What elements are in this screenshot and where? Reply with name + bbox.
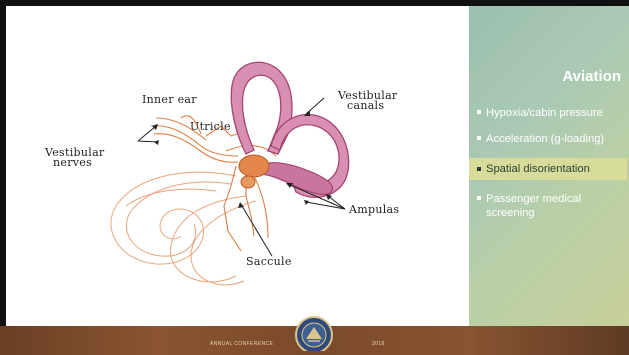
aviation-panel: Aviation Hypoxia/cabin pressure Accelera… <box>469 6 629 326</box>
bullet-square-icon <box>477 110 481 114</box>
footer-left-text: ANNUAL CONFERENCE <box>210 341 273 347</box>
bullet-list: Hypoxia/cabin pressure Acceleration (g-l… <box>477 106 627 232</box>
bullet-square-icon <box>477 196 481 200</box>
bullet-text: Spatial disorientation <box>486 163 590 175</box>
bullet-item: Acceleration (g-loading) <box>477 132 627 146</box>
bullet-square-icon <box>477 167 481 171</box>
bullet-item: Passenger medical screening <box>477 192 627 220</box>
label-vestibular-canals-line2: canals <box>347 100 384 111</box>
bullet-item-highlighted: Spatial disorientation <box>469 158 627 180</box>
footer-right-text: 2018 <box>372 341 385 347</box>
label-saccule: Saccule <box>246 256 292 267</box>
label-inner-ear: Inner ear <box>142 94 197 105</box>
vestibule <box>239 155 269 177</box>
label-vestibular-nerves-line2: nerves <box>53 157 92 168</box>
saccule-body <box>241 176 255 188</box>
label-utricle: Utricle <box>190 121 231 132</box>
bullet-text: Passenger medical screening <box>486 193 581 219</box>
bullet-square-icon <box>477 136 481 140</box>
bullet-text: Hypoxia/cabin pressure <box>486 107 603 119</box>
conference-seal-logo <box>286 309 342 351</box>
inner-ear-diagram: Inner ear Utricle Vestibular nerves Vest… <box>6 6 469 326</box>
bullet-text: Acceleration (g-loading) <box>486 133 604 145</box>
label-ampulas: Ampulas <box>349 204 399 215</box>
panel-title: Aviation <box>562 68 621 85</box>
bullet-item: Hypoxia/cabin pressure <box>477 106 627 120</box>
cochlea <box>111 172 256 285</box>
